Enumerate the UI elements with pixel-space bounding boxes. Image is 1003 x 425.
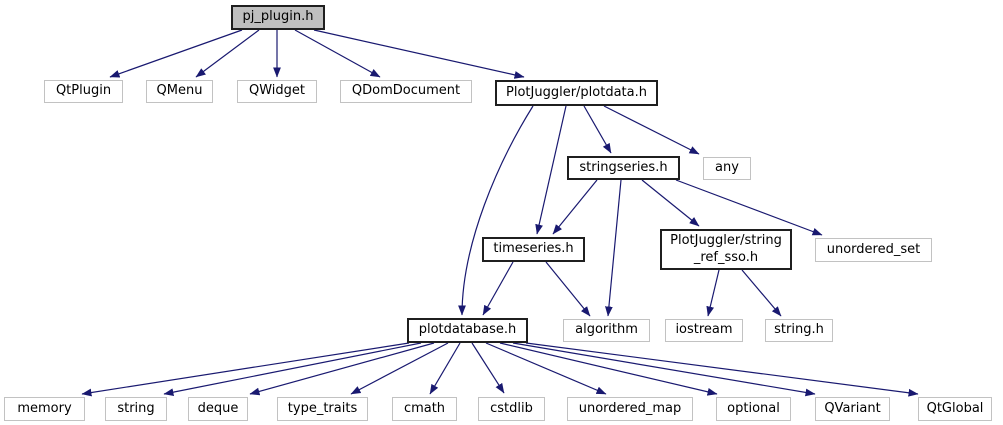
- edge-plotdatabase-to-unordered_map: [485, 342, 607, 395]
- node-cmath: cmath: [392, 397, 457, 421]
- edge-plotdata-to-timeseries: [535, 105, 567, 235]
- node-qtplugin: QtPlugin: [44, 80, 123, 103]
- edge-pj_plugin-to-qdomdocument: [294, 29, 381, 78]
- edge-stringseries-to-string_ref_sso: [641, 179, 700, 227]
- edge-plotdatabase-to-deque: [249, 342, 435, 396]
- node-optional: optional: [716, 397, 791, 421]
- edge-plotdatabase-to-qtglobal: [525, 342, 919, 397]
- node-pj_plugin: pj_plugin.h: [231, 5, 325, 30]
- node-plotdatabase[interactable]: plotdatabase.h: [407, 318, 528, 343]
- node-qtglobal: QtGlobal: [918, 397, 992, 421]
- edge-pj_plugin-to-plotdata: [313, 29, 525, 79]
- node-qdomdocument: QDomDocument: [340, 80, 472, 103]
- edge-timeseries-to-algorithm: [545, 261, 591, 317]
- edge-plotdatabase-to-cmath: [429, 342, 461, 395]
- edge-pj_plugin-to-qtplugin: [109, 29, 243, 78]
- node-stringseries[interactable]: stringseries.h: [567, 156, 680, 180]
- edge-plotdata-to-any: [603, 105, 700, 155]
- node-string_ref_sso[interactable]: PlotJuggler/string _ref_sso.h: [660, 229, 792, 270]
- node-algorithm: algorithm: [563, 319, 650, 342]
- edge-string_ref_sso-to-string_h: [741, 269, 782, 317]
- node-qvariant: QVariant: [815, 397, 890, 421]
- node-string: string: [105, 397, 167, 421]
- node-deque: deque: [188, 397, 248, 421]
- node-plotdata[interactable]: PlotJuggler/plotdata.h: [495, 80, 658, 106]
- edge-pj_plugin-to-qmenu: [195, 29, 260, 78]
- node-memory: memory: [4, 397, 85, 421]
- node-qwidget: QWidget: [237, 80, 317, 103]
- node-qmenu: QMenu: [146, 80, 213, 103]
- edge-plotdata-to-stringseries: [583, 105, 612, 154]
- edge-plotdatabase-to-type_traits: [350, 342, 449, 395]
- edge-string_ref_sso-to-iostream: [706, 269, 720, 317]
- node-string_h: string.h: [765, 319, 833, 342]
- node-any: any: [703, 157, 751, 180]
- node-iostream: iostream: [665, 319, 743, 342]
- edge-stringseries-to-unordered_set: [675, 179, 823, 236]
- edge-timeseries-to-plotdatabase: [482, 261, 514, 316]
- edge-plotdatabase-to-memory: [81, 342, 410, 397]
- node-unordered_map: unordered_map: [567, 397, 693, 421]
- node-cstdlib: cstdlib: [478, 397, 545, 421]
- edge-plotdatabase-to-string: [163, 342, 422, 396]
- node-timeseries[interactable]: timeseries.h: [482, 237, 585, 262]
- node-unordered_set: unordered_set: [815, 238, 932, 262]
- edge-plotdatabase-to-optional: [499, 342, 718, 396]
- edge-stringseries-to-algorithm: [605, 179, 622, 317]
- edge-plotdata-to-plotdatabase: [458, 105, 534, 316]
- node-type_traits: type_traits: [277, 397, 368, 421]
- edge-plotdatabase-to-cstdlib: [471, 342, 505, 394]
- edge-plotdatabase-to-qvariant: [512, 342, 816, 397]
- edge-stringseries-to-timeseries: [552, 179, 598, 235]
